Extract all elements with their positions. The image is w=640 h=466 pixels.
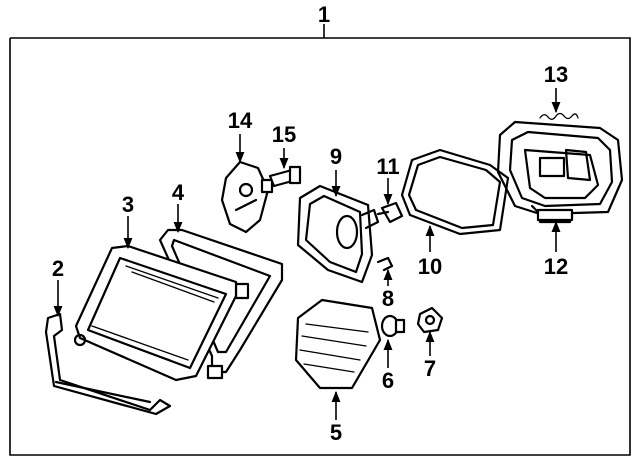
sealed-beam-reflector[interactable]: [296, 184, 380, 284]
callout-labels: 1 2 3 4 5 6 7 8 9 10 11 12 13 14 15: [52, 2, 568, 445]
headlamp-gasket[interactable]: [400, 148, 510, 236]
leader-arrows: [53, 88, 561, 420]
callout-10: 10: [418, 254, 442, 279]
assembly-frame: [9, 24, 631, 456]
mounting-bracket[interactable]: [44, 312, 172, 416]
bulb-socket[interactable]: [416, 306, 444, 334]
headlamp-lens[interactable]: [73, 244, 238, 382]
callout-1: 1: [318, 2, 330, 27]
callout-2: 2: [52, 256, 64, 281]
callout-4: 4: [172, 180, 185, 205]
adjusting-screw[interactable]: [376, 201, 404, 224]
callout-6: 6: [382, 368, 394, 393]
callout-3: 3: [122, 192, 134, 217]
bolt[interactable]: [268, 165, 302, 188]
socket-bracket[interactable]: [220, 160, 274, 234]
callout-11: 11: [376, 154, 399, 179]
headlamp-housing[interactable]: [496, 120, 624, 224]
callout-5: 5: [330, 420, 342, 445]
callout-14: 14: [228, 108, 253, 133]
callout-15: 15: [272, 122, 296, 147]
callout-9: 9: [330, 144, 342, 169]
callout-13: 13: [544, 62, 568, 87]
bulb[interactable]: [380, 314, 406, 338]
callout-12: 12: [544, 254, 568, 279]
clip-small[interactable]: [376, 256, 394, 272]
callout-7: 7: [424, 356, 436, 381]
callout-8: 8: [382, 286, 394, 311]
side-marker-lamp[interactable]: [294, 298, 382, 390]
retaining-clip[interactable]: [539, 112, 579, 120]
